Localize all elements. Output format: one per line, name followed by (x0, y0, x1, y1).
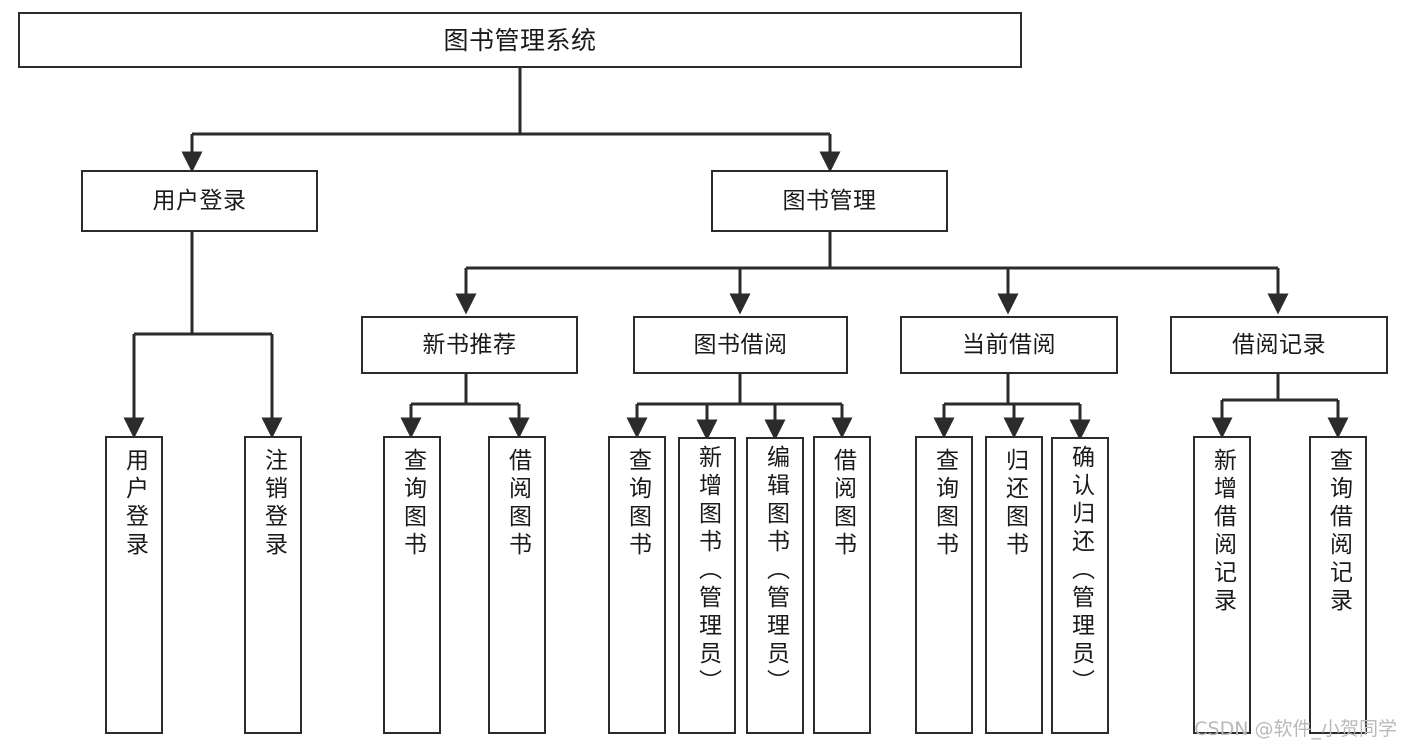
node-leaf-edit-book-label: 编辑图书（管理员） (762, 445, 789, 697)
node-root[interactable]: 图书管理系统 (18, 12, 1022, 68)
node-book-borrow-label: 图书借阅 (693, 331, 788, 358)
node-leaf-return-book-label: 归还图书 (1001, 448, 1028, 560)
node-user-login[interactable]: 用户登录 (81, 170, 318, 232)
node-leaf-query-book-1-label: 查询图书 (399, 448, 426, 560)
node-leaf-edit-book[interactable]: 编辑图书（管理员） (746, 437, 804, 734)
node-leaf-logout[interactable]: 注销登录 (244, 436, 302, 734)
node-book-manage[interactable]: 图书管理 (711, 170, 948, 232)
node-leaf-query-record-label: 查询借阅记录 (1325, 448, 1352, 616)
node-new-book-rec-label: 新书推荐 (422, 331, 517, 358)
node-leaf-user-login[interactable]: 用户登录 (105, 436, 163, 734)
node-leaf-add-record-label: 新增借阅记录 (1209, 448, 1236, 616)
node-leaf-borrow-book-2[interactable]: 借阅图书 (813, 436, 871, 734)
node-leaf-query-book-2-label: 查询图书 (624, 448, 651, 560)
node-leaf-borrow-book-1-label: 借阅图书 (504, 448, 531, 560)
node-current-borrow-label: 当前借阅 (962, 331, 1056, 358)
node-new-book-rec[interactable]: 新书推荐 (361, 316, 578, 374)
node-leaf-user-login-label: 用户登录 (121, 448, 148, 560)
node-current-borrow[interactable]: 当前借阅 (900, 316, 1118, 374)
node-leaf-borrow-book-2-label: 借阅图书 (829, 448, 856, 560)
node-leaf-add-record[interactable]: 新增借阅记录 (1193, 436, 1251, 734)
node-leaf-return-book[interactable]: 归还图书 (985, 436, 1043, 734)
node-leaf-query-book-3[interactable]: 查询图书 (915, 436, 973, 734)
node-leaf-logout-label: 注销登录 (260, 448, 287, 560)
node-leaf-borrow-book-1[interactable]: 借阅图书 (488, 436, 546, 734)
node-leaf-query-record[interactable]: 查询借阅记录 (1309, 436, 1367, 734)
node-root-label: 图书管理系统 (443, 25, 597, 55)
node-leaf-add-book[interactable]: 新增图书（管理员） (678, 437, 736, 734)
node-leaf-query-book-3-label: 查询图书 (931, 448, 958, 560)
node-book-manage-label: 图书管理 (782, 187, 877, 214)
node-leaf-confirm-return[interactable]: 确认归还（管理员） (1051, 437, 1109, 734)
node-borrow-record[interactable]: 借阅记录 (1170, 316, 1388, 374)
node-leaf-query-book-2[interactable]: 查询图书 (608, 436, 666, 734)
node-user-login-label: 用户登录 (152, 187, 247, 214)
node-leaf-confirm-return-label: 确认归还（管理员） (1067, 445, 1094, 697)
node-borrow-record-label: 借阅记录 (1232, 331, 1326, 358)
node-leaf-add-book-label: 新增图书（管理员） (694, 445, 721, 697)
node-leaf-query-book-1[interactable]: 查询图书 (383, 436, 441, 734)
node-book-borrow[interactable]: 图书借阅 (633, 316, 848, 374)
